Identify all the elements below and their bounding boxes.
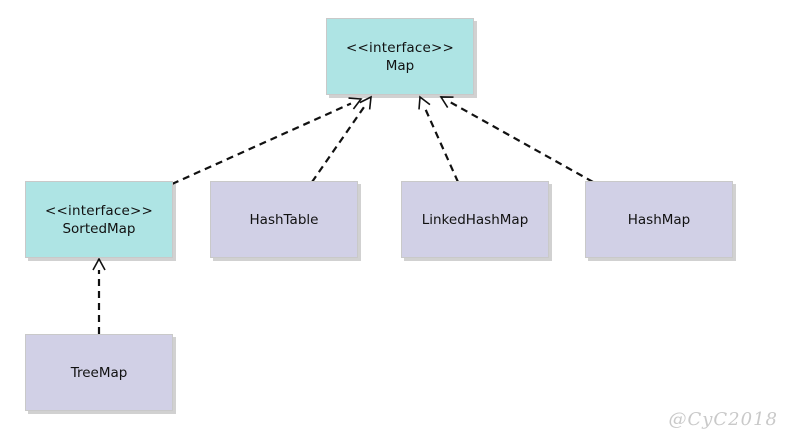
hashmap-name: HashMap xyxy=(627,211,691,228)
edge-sortedmap-to-map xyxy=(171,97,363,186)
linkedhashmap-name: LinkedHashMap xyxy=(421,211,529,228)
sortedmap-name: SortedMap xyxy=(62,220,136,237)
map-interface-node: <<interface>> Map xyxy=(326,18,474,95)
linkedhashmap-class-node: LinkedHashMap xyxy=(401,181,549,258)
edge-linkedhashmap-to-map xyxy=(418,95,460,183)
treemap-name: TreeMap xyxy=(70,364,128,381)
treemap-class-node: TreeMap xyxy=(25,334,173,411)
hashtable-class-node: HashTable xyxy=(210,181,358,258)
map-stereotype: <<interface>> xyxy=(345,39,455,56)
sortedmap-stereotype: <<interface>> xyxy=(44,202,154,219)
watermark: @CyC2018 xyxy=(668,409,778,430)
edge-hashtable-to-map xyxy=(311,95,372,183)
hashtable-name: HashTable xyxy=(249,211,319,228)
hashmap-class-node: HashMap xyxy=(585,181,733,258)
sortedmap-interface-node: <<interface>> SortedMap xyxy=(25,181,173,258)
map-name: Map xyxy=(385,57,415,74)
edge-hashmap-to-map xyxy=(439,96,594,183)
